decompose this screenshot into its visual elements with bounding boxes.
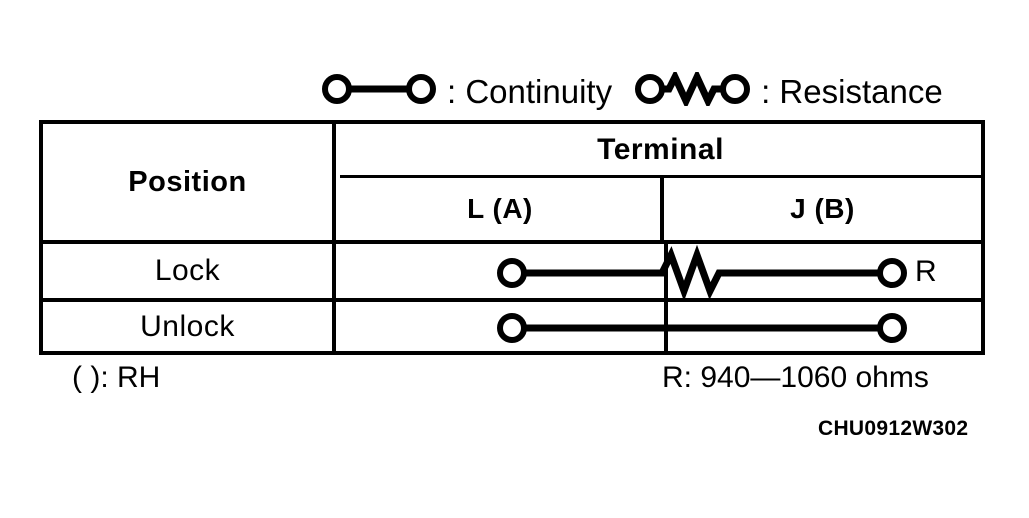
table-row: Lock R <box>43 240 981 302</box>
table-header-position: Position <box>43 124 336 240</box>
resistance-annotation: R <box>915 255 937 288</box>
table-row-position-cell: Lock <box>43 244 336 298</box>
legend-item-resistance: : Resistance <box>634 68 943 111</box>
table-row-terminal-cells: R <box>340 244 981 302</box>
table-subheader-terminal-jb-label: J (B) <box>790 193 855 224</box>
footnote-rh: ( ): RH <box>72 361 161 394</box>
column-divider <box>664 302 668 351</box>
table-subheader-row: L (A) J (B) <box>340 178 981 240</box>
legend-item-continuity: : Continuity <box>320 72 612 111</box>
table-row-terminal-cells <box>340 302 981 351</box>
continuity-measurement-symbol <box>340 302 981 351</box>
resistance-symbol-icon <box>634 68 752 111</box>
resistance-measurement-symbol <box>340 244 981 302</box>
table-row-position-label: Unlock <box>140 309 235 343</box>
table-row-position-cell: Unlock <box>43 302 336 351</box>
table-subheader-terminal-jb: J (B) <box>664 178 981 240</box>
table-subheader-terminal-la-label: L (A) <box>467 193 533 224</box>
table-row-position-label: Lock <box>154 254 221 287</box>
column-divider <box>664 244 668 298</box>
table-header-terminal-label: Terminal <box>597 132 724 166</box>
inspection-table: Position Terminal L (A) J (B) Lock <box>39 120 985 355</box>
legend-label-continuity: : Continuity <box>447 72 613 110</box>
document-code: CHU0912W302 <box>818 417 969 440</box>
table-header-position-label: Position <box>128 165 247 198</box>
footnote-resistance-range: R: 940—1060 ohms <box>662 361 929 394</box>
legend: : Continuity : Resistance <box>320 66 943 116</box>
table-header-terminal: Terminal <box>340 124 981 178</box>
table-subheader-terminal-la: L (A) <box>340 178 664 240</box>
legend-label-resistance: : Resistance <box>761 72 943 110</box>
table-row: Unlock <box>43 298 981 351</box>
continuity-symbol-icon <box>320 72 438 111</box>
